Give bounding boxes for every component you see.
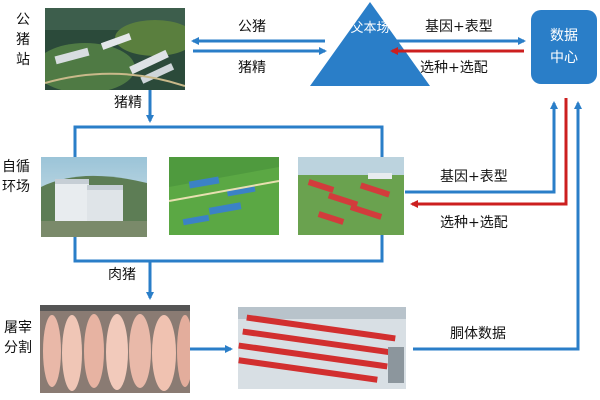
breeding-farm-photo-3 [298, 157, 404, 235]
edge-label-carcass: 胴体数据 [450, 326, 506, 342]
edge-label-gene-mid: 基因+表型 [440, 169, 508, 185]
edge-label-select-mid: 选种+选配 [440, 215, 508, 231]
arrow-select-mid [410, 98, 568, 208]
processing-line-photo [238, 307, 406, 389]
core-farm-triangle [310, 2, 430, 86]
data-center-box: 数据中心 [531, 10, 597, 84]
edge-label-semen-down: 猪精 [114, 95, 142, 111]
data-center-label: 数据中心 [550, 28, 578, 66]
breeding-farm-photo-2 [169, 157, 279, 235]
boar-station-photo [45, 8, 185, 90]
slaughter-label: 屠宰分割 [4, 320, 32, 356]
breeding-farm-photo-1 [41, 157, 147, 237]
edge-label-boar: 公猪 [238, 19, 266, 35]
edge-label-select-top: 选种+选配 [420, 60, 488, 76]
core-farm-label: 父本场 [350, 21, 390, 36]
arrow-gene-mid [405, 101, 558, 194]
edge-label-gene-top: 基因+表型 [425, 19, 493, 35]
breeding-farm-label: 自循环场 [2, 159, 30, 195]
edge-label-semen-top: 猪精 [238, 60, 266, 76]
arrow-carcass [413, 101, 582, 351]
slaughter-photo [40, 305, 190, 393]
boar-station-label: 公猪站 [16, 12, 30, 68]
edge-label-market-pig: 肉猪 [108, 267, 136, 283]
